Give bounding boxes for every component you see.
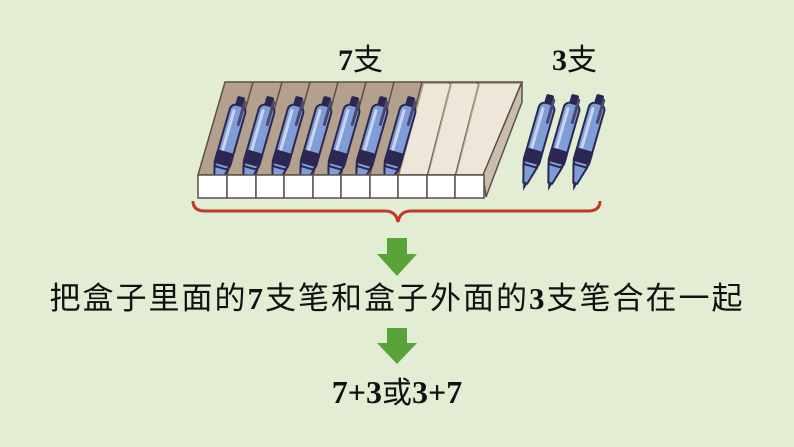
sentence-part-1: 把盒子里面的 <box>49 281 248 317</box>
inside-count-number: 7 <box>338 44 353 77</box>
expression-a: 7+3 <box>331 374 382 410</box>
pens-outside <box>513 91 611 195</box>
sentence-number-1: 7 <box>247 281 265 316</box>
outside-count-label: 3支 <box>552 46 597 76</box>
description-sentence: 把盒子里面的7支笔和盒子外面的3支笔合在一起 <box>0 283 794 315</box>
sentence-part-3: 支笔合在一起 <box>546 281 745 317</box>
down-arrow-icon <box>377 238 417 276</box>
outside-count-number: 3 <box>552 44 567 77</box>
inside-count-label: 7支 <box>338 46 383 76</box>
outside-count-unit: 支 <box>567 43 597 78</box>
expression-b: 3+7 <box>412 374 463 410</box>
sentence-number-2: 3 <box>529 281 547 316</box>
sentence-part-2: 支笔和盒子外面的 <box>265 281 529 317</box>
down-arrow-icon <box>377 328 417 364</box>
expression-or: 或 <box>382 376 412 411</box>
inside-count-unit: 支 <box>353 43 383 78</box>
addition-expression: 7+3或3+7 <box>0 376 794 409</box>
box-front <box>197 174 485 199</box>
brace-icon <box>191 200 602 223</box>
